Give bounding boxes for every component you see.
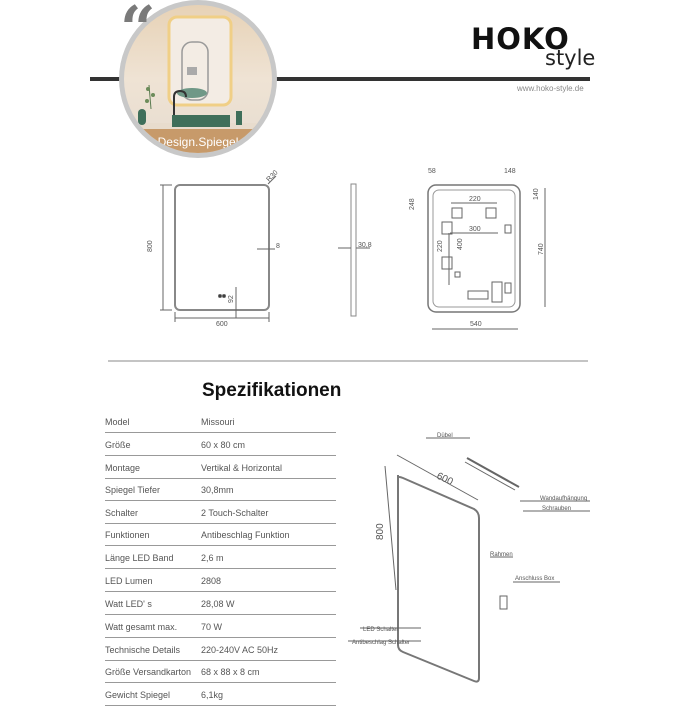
spec-key: Watt LED' s — [105, 599, 152, 609]
spec-value: Missouri — [201, 417, 235, 427]
quote-icon: “ — [120, 0, 156, 65]
spec-value: 60 x 80 cm — [201, 440, 246, 450]
spec-row: Montage Vertikal & Horizontal — [105, 456, 336, 479]
dim-front-frame: 8 — [276, 243, 280, 250]
product-photo: Design.Spiegel — [124, 5, 272, 153]
dim-back-vertical-220: 220 — [437, 240, 444, 252]
label-rahmen: Rahmen — [490, 552, 513, 558]
spec-row: Länge LED Band 2,6 m — [105, 546, 336, 569]
spec-value: 30,8mm — [201, 485, 234, 495]
front-view-drawing — [160, 175, 277, 322]
header-divider — [90, 77, 590, 81]
spec-key: Länge LED Band — [105, 553, 174, 563]
spec-key: Technische Details — [105, 645, 181, 655]
brand-logo: HOKO — [471, 22, 570, 56]
dim-back-top-left: 58 — [428, 168, 436, 175]
spec-value: 28,08 W — [201, 599, 235, 609]
dim-front-width: 600 — [216, 321, 228, 328]
spec-value: 6,1kg — [201, 690, 224, 700]
dim-back-width: 540 — [470, 321, 482, 328]
label-wandaufhaengung: Wandaufhängung — [540, 496, 587, 502]
back-view-drawing — [427, 184, 546, 330]
spec-row: Funktionen Antibeschlag Funktion — [105, 523, 336, 546]
exploded-view-drawing — [348, 437, 590, 683]
spec-key: Spiegel Tiefer — [105, 485, 161, 495]
dim-side-depth: 30,8 — [358, 242, 372, 249]
spec-row: Model Missouri — [105, 410, 336, 433]
spec-value: Antibeschlag Funktion — [201, 530, 290, 540]
dim-back-vertical-400: 400 — [457, 238, 464, 250]
side-view-drawing — [338, 183, 370, 317]
dim-back-bracket-spacing: 220 — [469, 196, 481, 203]
dim-front-radius: R30 — [265, 169, 279, 183]
product-photo-frame: Design.Spiegel — [119, 0, 277, 158]
spec-key: Model — [105, 417, 130, 427]
spec-row: Technische Details 220-240V AC 50Hz — [105, 638, 336, 661]
section-divider — [108, 360, 588, 362]
dim-back-left-offset: 248 — [409, 198, 416, 210]
spec-row: Watt gesamt max. 70 W — [105, 615, 336, 638]
dim-back-top-right: 148 — [504, 168, 516, 175]
spec-value: 2,6 m — [201, 553, 224, 563]
dim-switch-offset: 92 — [228, 295, 235, 303]
dim-back-right-offset: 140 — [533, 188, 540, 200]
spec-row: Größe Versandkarton 68 x 88 x 8 cm — [105, 660, 336, 683]
spec-key: Größe Versandkarton — [105, 667, 192, 677]
photo-caption: Design.Spiegel — [157, 135, 239, 149]
spec-row: Größe 60 x 80 cm — [105, 433, 336, 456]
spec-key: Schalter — [105, 508, 139, 518]
spec-key: Gewicht Spiegel — [105, 690, 171, 700]
label-anschluss-box: Anschluss Box — [515, 576, 554, 582]
label-led-schalter: LED Schalter — [363, 627, 398, 633]
spec-row: Schalter 2 Touch-Schalter — [105, 501, 336, 524]
label-schrauben: Schrauben — [542, 506, 571, 512]
dim-front-height: 800 — [147, 240, 154, 252]
label-duebel: Dübel — [437, 433, 453, 439]
brand-logo-sub: style — [545, 46, 596, 70]
spec-row: Spiegel Tiefer 30,8mm — [105, 478, 336, 501]
spec-value: 2 Touch-Schalter — [201, 508, 269, 518]
spec-value: 220-240V AC 50Hz — [201, 645, 279, 655]
specs-title: Spezifikationen — [202, 380, 342, 401]
spec-key: Montage — [105, 463, 141, 473]
dim-back-height: 740 — [538, 243, 545, 255]
spec-value: 68 x 88 x 8 cm — [201, 667, 260, 677]
spec-value: 70 W — [201, 622, 223, 632]
spec-row: Gewicht Spiegel 6,1kg — [105, 683, 336, 706]
spec-row: Watt LED' s 28,08 W — [105, 592, 336, 615]
spec-key: Größe — [105, 440, 131, 450]
spec-row: LED Lumen 2808 — [105, 569, 336, 592]
spec-key: LED Lumen — [105, 576, 153, 586]
dim-exploded-height: 800 — [375, 523, 386, 540]
spec-value: 2808 — [201, 576, 222, 586]
dim-back-inner-width: 300 — [469, 226, 481, 233]
label-antibeschlag-schalter: Antibeschlag Schalter — [352, 640, 410, 646]
spec-key: Watt gesamt max. — [105, 622, 178, 632]
website-url: www.hoko-style.de — [517, 84, 584, 93]
spec-value: Vertikal & Horizontal — [201, 463, 283, 473]
spec-key: Funktionen — [105, 530, 150, 540]
